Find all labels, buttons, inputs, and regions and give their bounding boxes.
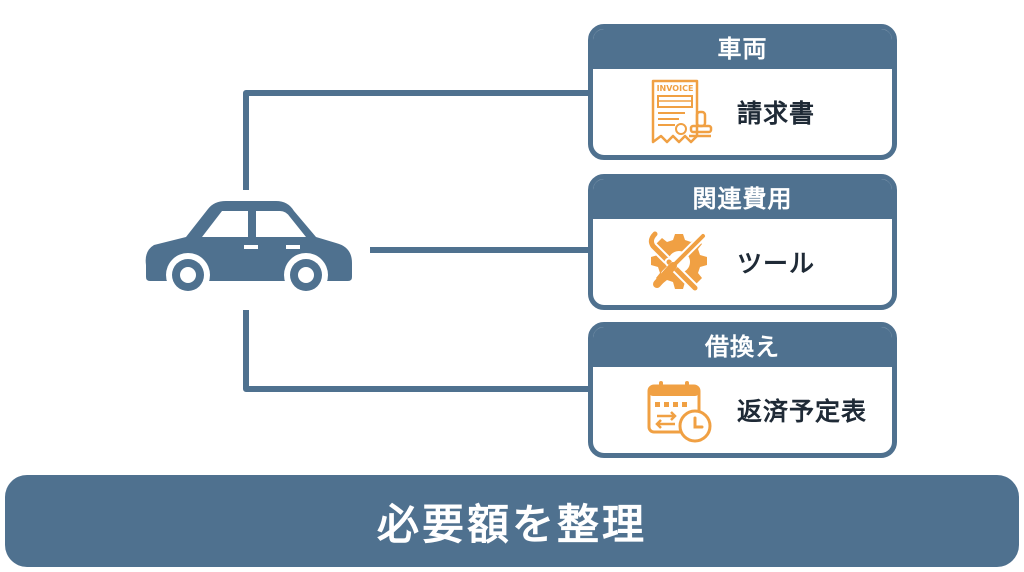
card-vehicle-label: 請求書	[737, 99, 816, 128]
footer-text: 必要額を整理	[376, 499, 647, 549]
connector-bottom	[243, 310, 588, 392]
card-refinance: 借換え 返済予定表	[588, 322, 897, 458]
card-related-costs-header: 関連費用	[593, 179, 892, 219]
connector-top	[243, 90, 588, 190]
card-related-costs-label: ツール	[737, 249, 816, 278]
card-refinance-header: 借換え	[593, 327, 892, 367]
card-refinance-label: 返済予定表	[737, 397, 868, 426]
car-icon	[140, 195, 356, 303]
invoice-icon-text: INVOICE	[657, 84, 694, 93]
calendar-icon	[647, 381, 712, 443]
card-related-costs: 関連費用 ツール	[588, 174, 897, 310]
card-vehicle-header: 車両	[593, 29, 892, 69]
tools-icon	[646, 229, 707, 293]
card-vehicle: 車両 INVOICE 請求書	[588, 24, 897, 160]
footer-banner: 必要額を整理	[5, 475, 1019, 567]
invoice-icon: INVOICE	[651, 79, 713, 144]
